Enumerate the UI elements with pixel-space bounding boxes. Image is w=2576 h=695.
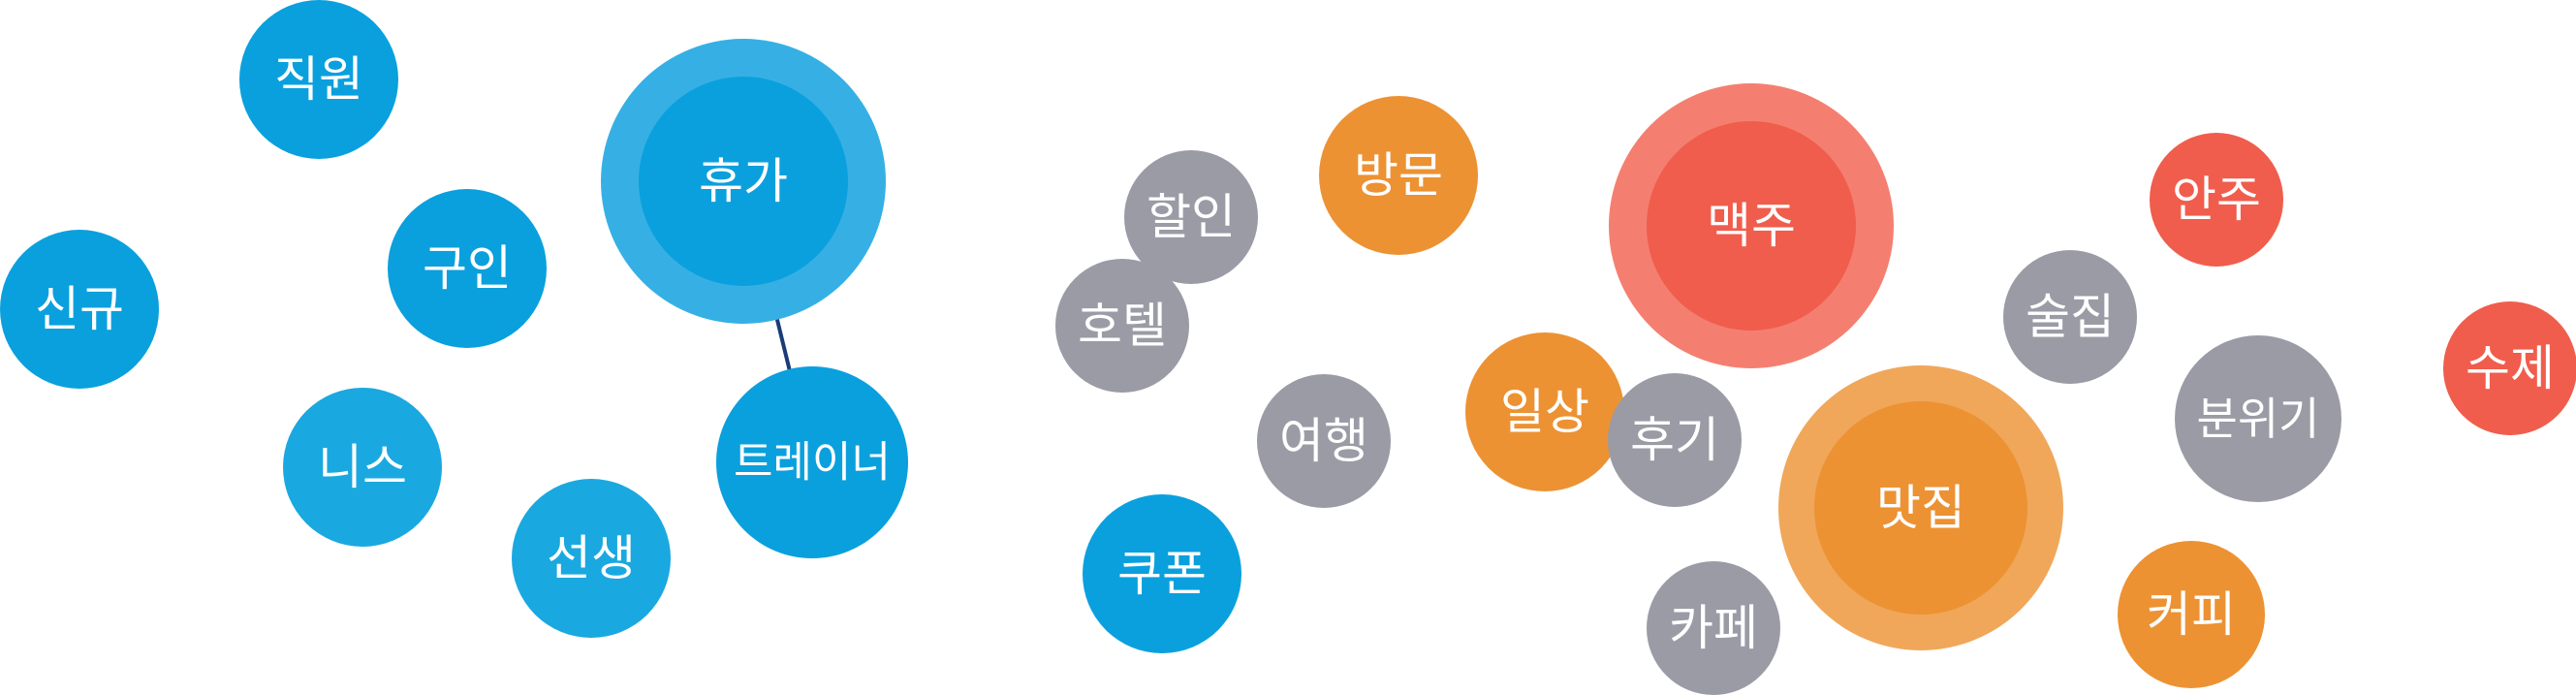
bubble-circle [239,0,398,159]
bubble-ilsang[interactable]: 일상 [1465,332,1624,491]
bubble-circle [512,479,671,638]
bubble-coupon[interactable]: 쿠폰 [1083,494,1241,653]
bubble-label: 분위기 [2197,393,2320,445]
bubble-seonsaeng[interactable]: 선생 [512,479,671,638]
bubble-circle [1083,494,1241,653]
bubble-label: 할인 [1147,189,1236,245]
bubble-circle [1124,150,1258,284]
bubble-keopi[interactable]: 커피 [2118,541,2265,688]
bubble-halin[interactable]: 할인 [1124,150,1258,284]
bubble-label: 방문 [1354,147,1443,204]
bubble-label: 선생 [547,530,636,586]
bubble-hugi[interactable]: 후기 [1608,373,1742,507]
bubble-anju[interactable]: 안주 [2150,133,2283,267]
bubble-jikwon[interactable]: 직원 [239,0,398,159]
bubble-circle [0,230,159,389]
bubble-circle [1257,374,1391,508]
bubble-label: 구인 [423,240,512,297]
bubble-label: 니스 [318,439,407,495]
bubble-suje[interactable]: 수제 [2443,301,2576,435]
bubble-label: 술집 [2026,289,2115,345]
bubble-circle [1814,401,2027,615]
bubble-label: 여행 [1279,413,1368,469]
bubble-circle [1647,121,1856,331]
bubble-circle [1319,96,1478,255]
bubble-circle [2175,335,2341,502]
bubble-label: 맛집 [1876,480,1965,536]
bubble-matjip[interactable]: 맛집 [1778,365,2063,650]
bubble-circle [639,77,848,286]
bubble-circle [1055,259,1189,393]
bubble-suljip[interactable]: 술집 [2003,250,2137,384]
bubble-circle [1647,561,1780,695]
bubble-maekju[interactable]: 맥주 [1609,83,1894,368]
bubble-kape[interactable]: 카페 [1647,561,1780,695]
bubble-label: 안주 [2172,172,2261,228]
bubble-niseu[interactable]: 니스 [283,388,442,547]
bubble-label: 일상 [1500,384,1589,440]
bubble-hotel[interactable]: 호텔 [1055,259,1189,393]
bubble-circle [2003,250,2137,384]
bubble-circle [2118,541,2265,688]
bubble-label: 호텔 [1078,298,1167,354]
bubble-circle [2443,301,2576,435]
bubble-yeohaeng[interactable]: 여행 [1257,374,1391,508]
bubble-bangmun[interactable]: 방문 [1319,96,1478,255]
bubble-label: 휴가 [699,153,788,209]
bubble-sinkyu[interactable]: 신규 [0,230,159,389]
bubble-label: 후기 [1630,412,1719,468]
bubble-label: 커피 [2147,586,2236,643]
bubble-trainer[interactable]: 트레이너 [716,366,908,558]
bubble-circle [1465,332,1624,491]
bubble-circle [1608,373,1742,507]
bubble-circle [388,189,547,348]
bubble-guin[interactable]: 구인 [388,189,547,348]
bubble-circle [2150,133,2283,267]
bubble-circle [716,366,908,558]
bubble-hyuga[interactable]: 휴가 [601,39,886,324]
bubble-circle [283,388,442,547]
bubble-label: 트레이너 [734,438,891,488]
bubble-label: 수제 [2466,340,2555,396]
bubble-label: 쿠폰 [1117,546,1207,602]
bubble-label: 직원 [274,51,363,108]
bubble-label: 신규 [35,281,124,337]
bubble-label: 카페 [1669,600,1758,656]
bubble-label: 맥주 [1707,198,1796,254]
bubble-bunwigi[interactable]: 분위기 [2175,335,2341,502]
